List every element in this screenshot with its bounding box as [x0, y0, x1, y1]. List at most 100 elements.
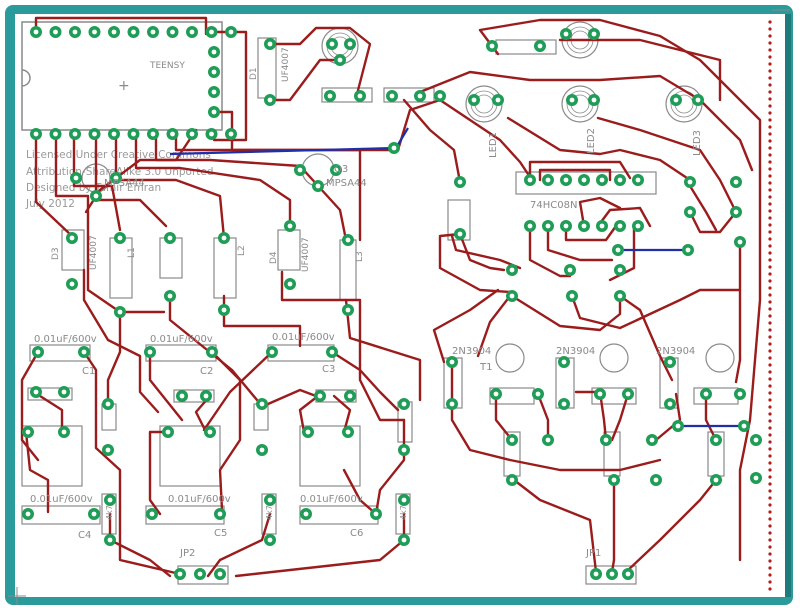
label-jp2: JP2: [179, 548, 195, 559]
pad-hole: [165, 429, 171, 435]
pad-hole: [69, 281, 75, 287]
pad-hole: [203, 393, 209, 399]
pad-hole: [753, 437, 759, 443]
edge-pad: [768, 286, 772, 290]
edge-pad: [768, 468, 772, 472]
pad-hole: [737, 391, 743, 397]
pad-hole: [667, 401, 673, 407]
pad-hole: [687, 209, 693, 215]
pad-hole: [603, 437, 609, 443]
edge-pad: [768, 307, 772, 311]
label-t1-part: 2N3904: [452, 346, 491, 357]
label-ic: 74HC08N: [530, 200, 577, 211]
pad-hole: [111, 131, 117, 137]
pad-hole: [345, 307, 351, 313]
pad-hole: [92, 131, 97, 137]
edge-pad: [768, 62, 772, 66]
pad-hole: [105, 401, 111, 407]
pad-hole: [345, 429, 351, 435]
pad-hole: [61, 389, 67, 395]
edge-pad: [768, 251, 772, 255]
pad-hole: [373, 511, 379, 517]
pad-hole: [267, 97, 273, 103]
pad-hole: [635, 177, 641, 183]
pad-hole: [259, 447, 265, 453]
pad-hole: [527, 177, 533, 183]
label-c2: C2: [200, 366, 213, 377]
edge-pad: [768, 118, 772, 122]
pad-hole: [673, 97, 679, 103]
pad-hole: [167, 235, 173, 241]
edge-pad: [768, 433, 772, 437]
edge-pad: [768, 510, 772, 514]
pad-hole: [509, 293, 515, 299]
pad-hole: [147, 349, 153, 355]
pad-hole: [177, 571, 183, 577]
edge-pad: [768, 363, 772, 367]
edge-pad: [768, 146, 772, 150]
edge-pad: [768, 167, 772, 171]
pad-hole: [221, 235, 227, 241]
board-right-edge: [785, 14, 791, 597]
pad-hole: [545, 223, 551, 229]
license-line-4: July 2012: [25, 198, 75, 210]
pad-hole: [149, 511, 155, 517]
pad-hole: [753, 475, 759, 481]
edge-pad: [768, 489, 772, 493]
pad-hole: [401, 497, 407, 503]
edge-pad: [768, 531, 772, 535]
pad-hole: [287, 223, 293, 229]
pad-hole: [131, 29, 136, 35]
pad-hole: [741, 423, 747, 429]
label-led1: LED1: [488, 132, 499, 158]
label-jp1: JP1: [585, 548, 601, 559]
pad-hole: [329, 41, 335, 47]
pad-hole: [617, 293, 623, 299]
pad-hole: [345, 237, 351, 243]
pad-hole: [217, 571, 223, 577]
edge-pad: [768, 20, 772, 24]
pad-hole: [259, 401, 265, 407]
edge-pad: [768, 552, 772, 556]
edge-pad: [768, 440, 772, 444]
edge-pad: [768, 111, 772, 115]
pad-hole: [305, 429, 311, 435]
edge-pad: [768, 265, 772, 269]
edge-pad: [768, 573, 772, 577]
pad-hole: [527, 223, 533, 229]
pad-hole: [667, 359, 673, 365]
pad-hole: [317, 393, 323, 399]
pad-hole: [737, 239, 743, 245]
label-r-4k7-3: 4k7: [399, 505, 408, 520]
edge-pad: [768, 125, 772, 129]
pad-hole: [389, 93, 395, 99]
component-pads: [22, 26, 762, 580]
pad-hole: [209, 131, 214, 137]
label-c4: C4: [78, 530, 91, 541]
edge-pad: [768, 587, 772, 591]
edge-pad: [768, 104, 772, 108]
edge-pad: [768, 391, 772, 395]
pad-hole: [25, 511, 31, 517]
pad-hole: [327, 93, 333, 99]
edge-pad: [768, 153, 772, 157]
pad-hole: [211, 69, 217, 75]
pad-hole: [489, 43, 495, 49]
edge-pad: [768, 258, 772, 262]
pad-hole: [599, 223, 605, 229]
pad-hole: [209, 29, 214, 35]
edge-pad: [768, 559, 772, 563]
teensy-label: TEENSY: [149, 61, 185, 71]
label-d4-part: UF4007: [301, 237, 311, 272]
edge-pad: [768, 216, 772, 220]
pad-hole: [72, 131, 78, 137]
edge-pad: [768, 139, 772, 143]
edge-pad: [768, 300, 772, 304]
edge-pad: [768, 328, 772, 332]
pad-hole: [267, 41, 273, 47]
pad-hole: [611, 477, 617, 483]
pad-hole: [457, 231, 463, 237]
pad-hole: [287, 281, 293, 287]
label-d4: D4: [269, 251, 279, 264]
